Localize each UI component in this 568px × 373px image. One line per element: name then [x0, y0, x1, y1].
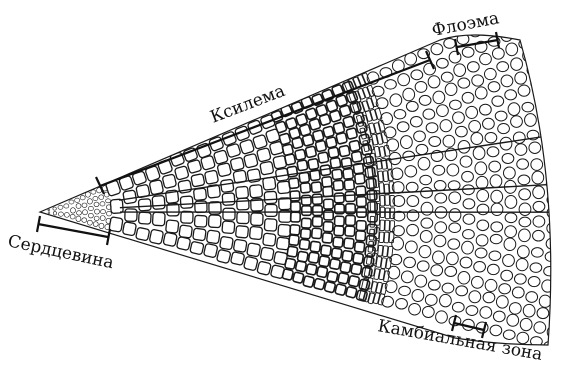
tissue-wedge	[48, 0, 568, 359]
pith-bracket-tick-left	[37, 216, 40, 232]
cambium-bracket-line	[454, 323, 484, 330]
phloem-tissue	[367, 0, 568, 359]
pith-tissue	[48, 186, 112, 230]
xylem-bracket-line	[100, 60, 430, 186]
xylem-label: Ксилема	[208, 81, 288, 128]
pith-bracket-tick-right	[107, 229, 110, 245]
pith-label: Сердцевина	[6, 231, 116, 273]
